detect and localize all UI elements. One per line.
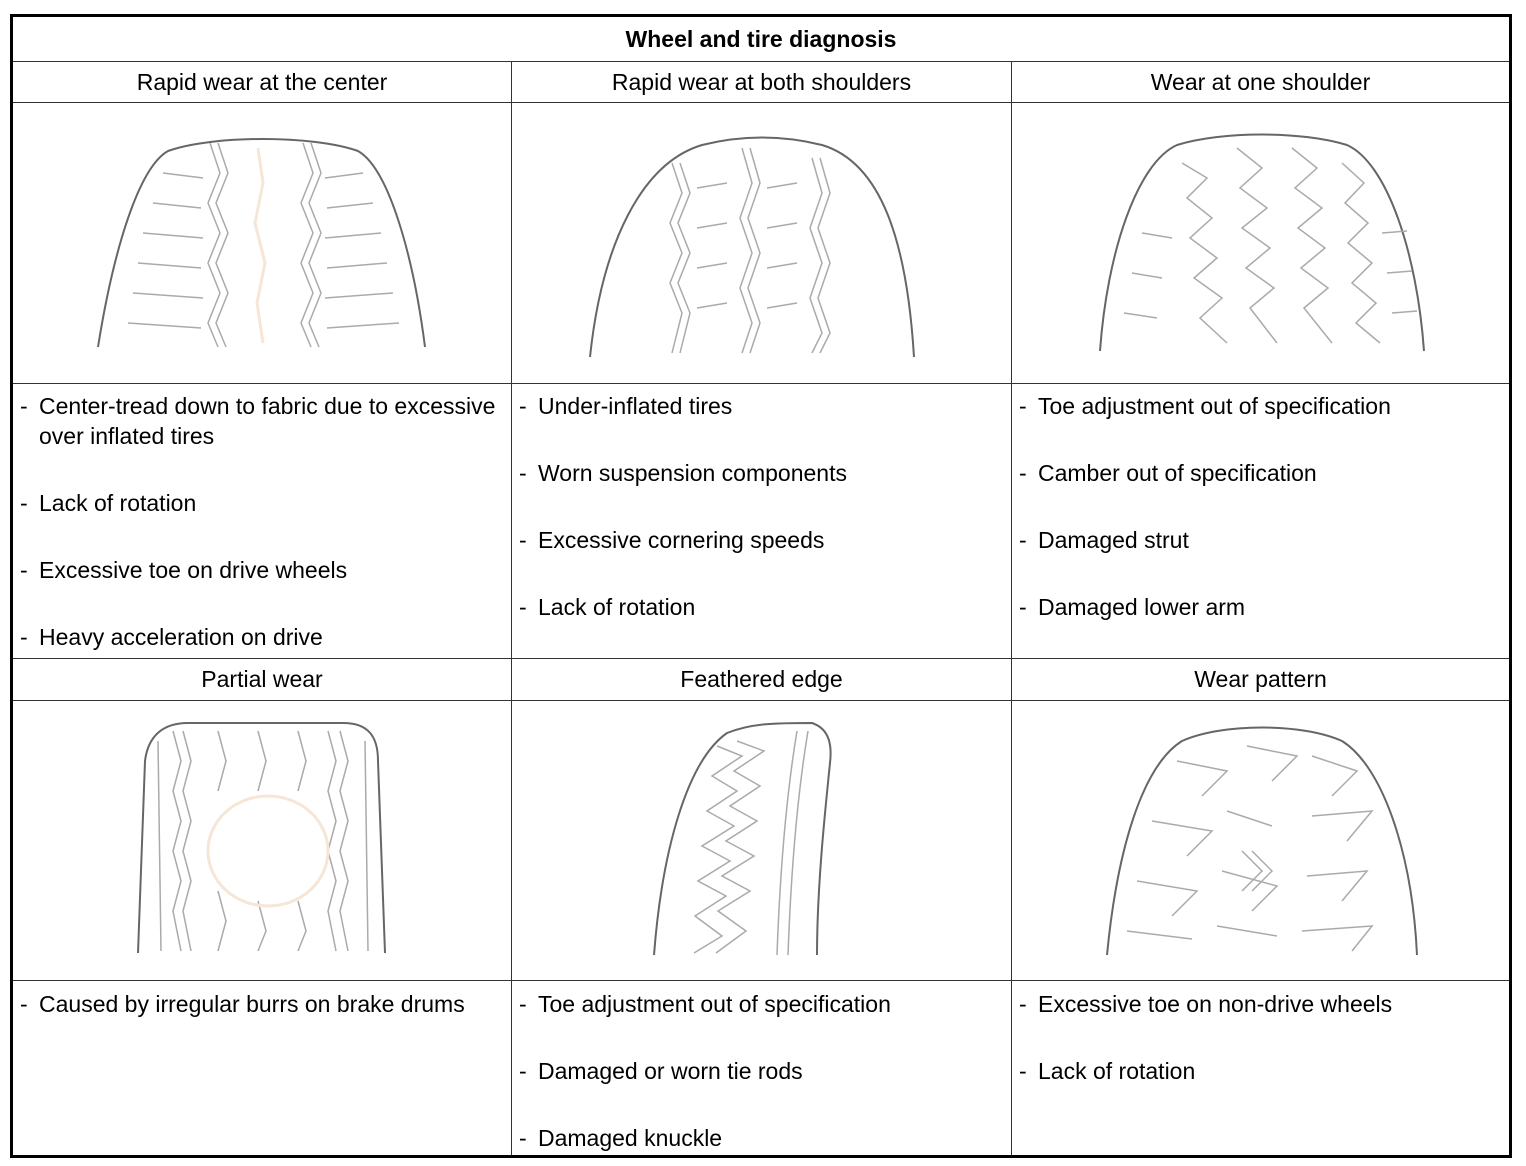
diagnosis-table: Wheel and tire diagnosis Rapid wear at t… bbox=[10, 14, 1512, 1158]
divider bbox=[13, 700, 1509, 701]
causes-wear-pattern: Excessive toe on non-drive wheels Lack o… bbox=[1012, 989, 1509, 1161]
causes-feathered-edge: Toe adjustment out of specification Dama… bbox=[512, 989, 1011, 1161]
cause-item: Damaged lower arm bbox=[1012, 592, 1509, 622]
cause-item: Worn suspension components bbox=[512, 458, 1011, 488]
cause-item: Under-inflated tires bbox=[512, 391, 1011, 421]
cause-item: Damaged strut bbox=[1012, 525, 1509, 555]
cause-item: Lack of rotation bbox=[512, 592, 1011, 622]
tire-wear-pattern-illustration bbox=[1012, 701, 1509, 980]
causes-both-shoulders-wear: Under-inflated tires Worn suspension com… bbox=[512, 391, 1011, 657]
cause-item: Caused by irregular burrs on brake drums bbox=[13, 989, 511, 1019]
causes-center-wear: Center-tread down to fabric due to exces… bbox=[13, 391, 511, 657]
heading-wear-pattern: Wear pattern bbox=[1194, 666, 1327, 692]
heading-partial-wear: Partial wear bbox=[201, 666, 323, 692]
cause-item: Excessive toe on drive wheels bbox=[13, 555, 511, 585]
cause-item: Damaged knuckle bbox=[512, 1123, 1011, 1153]
cause-item: Camber out of specification bbox=[1012, 458, 1509, 488]
tire-one-shoulder-wear-illustration bbox=[1012, 103, 1509, 383]
cause-item: Lack of rotation bbox=[1012, 1056, 1509, 1086]
tire-center-wear-illustration bbox=[13, 103, 511, 383]
cause-item: Lack of rotation bbox=[13, 488, 511, 518]
cause-item: Center-tread down to fabric due to exces… bbox=[13, 391, 511, 451]
heading-center-wear: Rapid wear at the center bbox=[136, 68, 388, 95]
divider bbox=[13, 102, 1509, 103]
divider bbox=[13, 658, 1509, 659]
tire-partial-wear-illustration bbox=[13, 701, 511, 980]
cause-item: Toe adjustment out of specification bbox=[1012, 391, 1509, 421]
tire-feathered-edge-illustration bbox=[512, 701, 1011, 980]
cause-item: Excessive toe on non-drive wheels bbox=[1012, 989, 1509, 1019]
causes-partial-wear: Caused by irregular burrs on brake drums bbox=[13, 989, 511, 1161]
cause-item: Damaged or worn tie rods bbox=[512, 1056, 1011, 1086]
tire-shoulder-wear-illustration bbox=[512, 103, 1011, 383]
divider bbox=[13, 61, 1509, 62]
table-title: Wheel and tire diagnosis bbox=[625, 25, 897, 52]
heading-feathered-edge: Feathered edge bbox=[680, 666, 843, 692]
cause-item: Toe adjustment out of specification bbox=[512, 989, 1011, 1019]
divider bbox=[13, 980, 1509, 981]
cause-item: Excessive cornering speeds bbox=[512, 525, 1011, 555]
heading-one-shoulder-wear: Wear at one shoulder bbox=[1150, 68, 1371, 95]
cause-item: Heavy acceleration on drive bbox=[13, 622, 511, 652]
heading-both-shoulders-wear: Rapid wear at both shoulders bbox=[611, 68, 912, 95]
causes-one-shoulder-wear: Toe adjustment out of specification Camb… bbox=[1012, 391, 1509, 657]
divider bbox=[13, 383, 1509, 384]
